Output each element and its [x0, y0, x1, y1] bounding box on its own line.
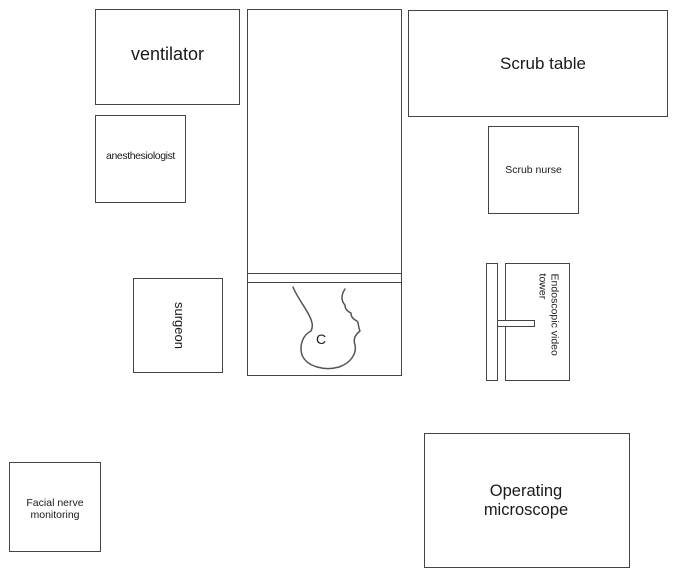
operating-microscope-box: Operating microscope — [424, 433, 630, 568]
operating-table — [247, 9, 402, 376]
operating-table-headrest-divider — [247, 273, 402, 283]
scrub-nurse-label: Scrub nurse — [505, 163, 562, 176]
surgeon-box: surgeon — [133, 278, 223, 373]
patient-head-icon — [292, 286, 361, 370]
endoscope-arm — [497, 320, 535, 327]
ventilator-box: ventilator — [95, 9, 240, 105]
surgeon-label: surgeon — [171, 302, 187, 349]
scrub-table-label: Scrub table — [500, 53, 586, 73]
ventilator-label: ventilator — [130, 43, 205, 64]
facial-nerve-monitoring-label: Facial nerve monitoring — [26, 496, 84, 521]
facial-nerve-monitoring-box: Facial nerve monitoring — [9, 462, 101, 552]
operating-microscope-label: Operating microscope — [483, 481, 569, 519]
anesthesiologist-box: anesthesiologist — [95, 115, 186, 203]
anesthesiologist-label: anesthesiologist — [106, 149, 175, 162]
scrub-table-box: Scrub table — [408, 10, 668, 117]
patient-marker-label: C — [316, 331, 327, 347]
scrub-nurse-box: Scrub nurse — [488, 126, 579, 214]
patient-head-outline — [292, 286, 361, 370]
endoscopic-tower-label: Endoscopic video tower — [537, 273, 561, 356]
